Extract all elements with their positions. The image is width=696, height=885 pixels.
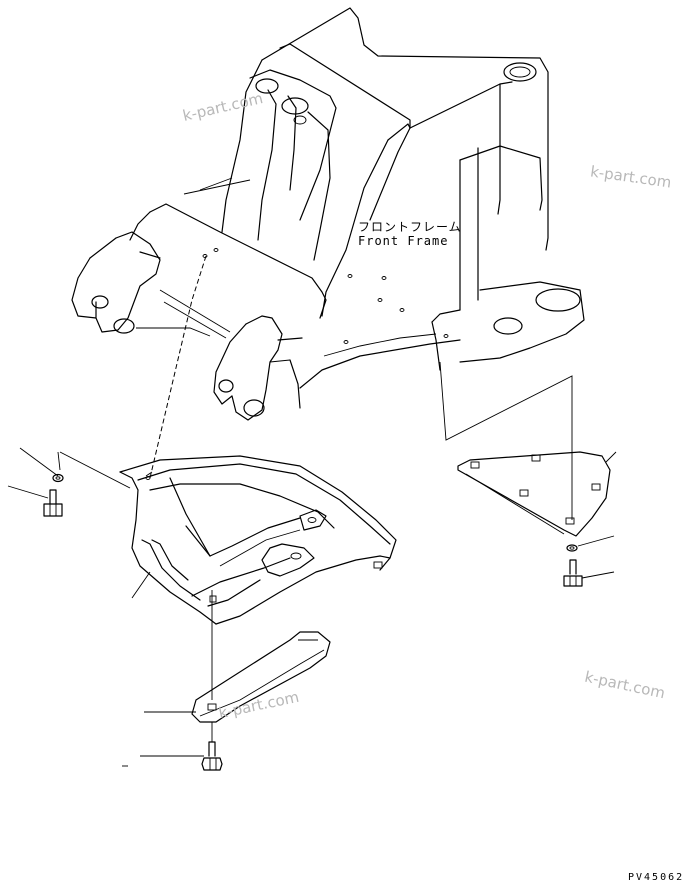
front-frame (71, 7, 585, 421)
lower-bolt (201, 741, 223, 771)
lower-small-plate (191, 631, 331, 723)
lower-guard (119, 455, 397, 625)
leader-lines (7, 447, 617, 767)
left-bolt-and-washer (43, 473, 64, 517)
part-label-japanese: フロントフレーム (358, 220, 462, 234)
part-label-english: Front Frame (358, 234, 449, 248)
assembly-lines (57, 255, 573, 742)
right-cover-plate (457, 451, 611, 537)
right-bolt-and-washer (563, 544, 583, 587)
drawing-code: PV45062 (628, 872, 685, 883)
